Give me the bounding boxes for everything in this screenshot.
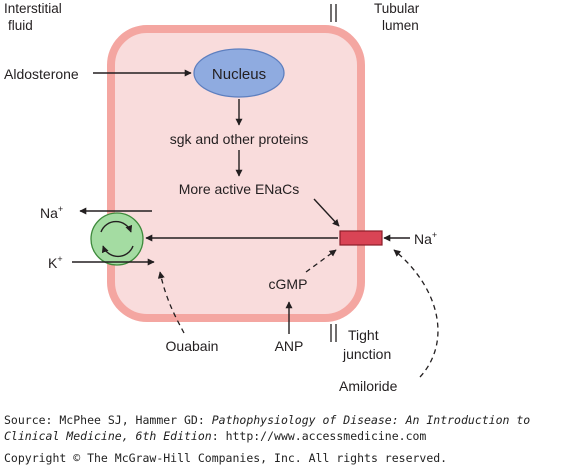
na-out-symbol: Na [40, 205, 58, 221]
amiloride-label: Amiloride [339, 378, 398, 394]
na-out-label: Na+ [40, 204, 63, 221]
na-k-pump [90, 212, 144, 266]
source-citation-title-part1: Pathophysiology of Disease: An Introduct… [211, 413, 531, 427]
enac-channel [339, 230, 383, 246]
k-in-symbol: K [48, 255, 58, 271]
source-citation-url: : http://www.accessmedicine.com [211, 429, 427, 443]
tight-junction-label-line2: junction [342, 346, 391, 362]
tubular-lumen-label-line1: Tubular [374, 1, 420, 16]
source-citation-title-part2: Clinical Medicine, 6th Edition [4, 429, 212, 443]
ouabain-label: Ouabain [166, 338, 219, 354]
tight-junction-bottom-marks [330, 324, 337, 342]
enacs-to-channel-arrow [313, 198, 340, 227]
pump-rotation-arrow-upper [100, 220, 133, 233]
interstitial-fluid-label-line2: fluid [8, 18, 33, 33]
interstitial-fluid-label-line1: Interstitial [4, 1, 62, 16]
copyright-notice: Copyright © The McGraw-Hill Companies, I… [4, 451, 448, 465]
nucleus-shape [193, 48, 285, 98]
na-lumen-charge: + [432, 230, 437, 240]
source-citation-prefix: Source: McPhee SJ, Hammer GD: [4, 413, 212, 427]
enacs-label: More active ENaCs [179, 181, 300, 197]
tight-junction-label-line1: Tight [348, 327, 379, 343]
tight-junction-top-marks [330, 4, 337, 22]
source-citation-line2: Clinical Medicine, 6th Edition: http://w… [4, 429, 426, 443]
na-out-charge: + [58, 204, 63, 214]
anp-label: ANP [275, 338, 304, 354]
cgmp-label: cGMP [269, 276, 308, 292]
na-lumen-label: Na+ [414, 230, 437, 247]
nucleus-label: Nucleus [212, 66, 266, 83]
tubular-lumen-label-line2: lumen [382, 18, 419, 33]
k-in-label: K+ [48, 254, 63, 271]
pump-rotation-arrow-lower [101, 245, 134, 258]
cgmp-to-channel-dashed-arrow [305, 249, 337, 273]
source-citation-line1: Source: McPhee SJ, Hammer GD: Pathophysi… [4, 413, 530, 427]
ouabain-inhibition-dashed-arrow [157, 271, 185, 334]
k-in-charge: + [57, 254, 62, 264]
aldosterone-label: Aldosterone [4, 66, 79, 82]
sgk-label: sgk and other proteins [170, 131, 309, 147]
na-lumen-symbol: Na [414, 231, 432, 247]
amiloride-inhibition-dashed-arrow [393, 249, 439, 378]
